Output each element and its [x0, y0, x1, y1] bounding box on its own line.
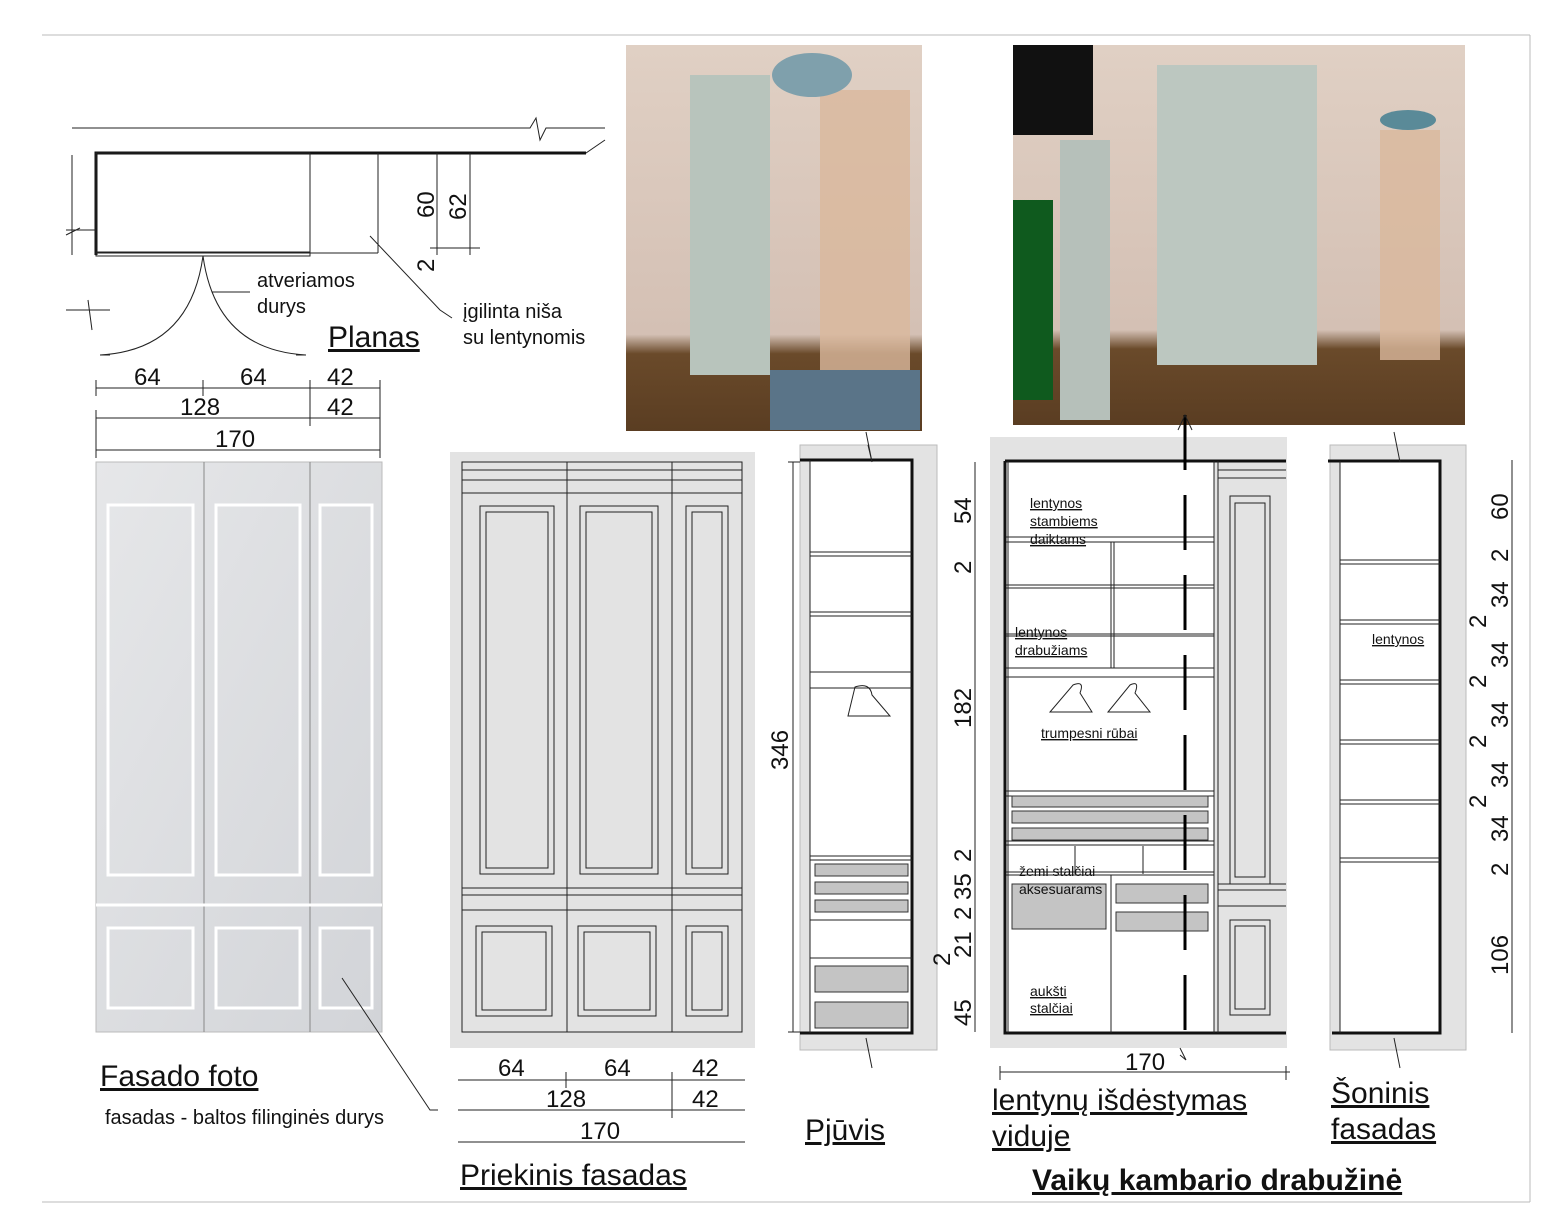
facade-photo-caption: fasadas - baltos filinginės durys — [105, 1107, 384, 1129]
dim: 42 — [327, 394, 354, 421]
dim: 34 — [1487, 581, 1514, 608]
dim: 128 — [546, 1086, 586, 1113]
dim: 2 — [950, 849, 977, 862]
dim: 54 — [950, 497, 977, 524]
side-facade-title: Šoninis — [1331, 1076, 1429, 1110]
plan-title: Planas — [328, 321, 420, 354]
dim: 34 — [1487, 641, 1514, 668]
label-high-drawers-2: stalčiai — [1030, 1000, 1073, 1016]
dim: 2 — [1465, 615, 1492, 628]
label-clothes-shelves-2: drabužiams — [1015, 642, 1087, 658]
dim: 45 — [950, 999, 977, 1026]
label-short-clothes: trumpesni rūbai — [1041, 725, 1138, 741]
sheet-title: Vaikų kambario drabužinė — [1032, 1164, 1402, 1197]
dim: 64 — [240, 364, 267, 391]
hanger-icon — [847, 685, 892, 717]
dim: 64 — [134, 364, 161, 391]
dim: 128 — [180, 394, 220, 421]
dim: 35 — [950, 873, 977, 900]
dim: 64 — [498, 1055, 525, 1082]
dim: 60 — [1487, 493, 1514, 520]
dim: 2 — [413, 259, 440, 272]
render-photo-2 — [1013, 45, 1465, 425]
dim: 170 — [580, 1118, 620, 1145]
dim: 2 — [1487, 549, 1514, 562]
label-high-drawers: aukšti — [1030, 983, 1067, 999]
label-big-shelves: lentynos — [1030, 495, 1082, 511]
dim: 170 — [215, 426, 255, 453]
side-facade-title-2: fasadas — [1331, 1113, 1436, 1146]
dim: 2 — [950, 907, 977, 920]
dim: 42 — [327, 364, 354, 391]
label-low-drawers-2: aksesuarams — [1019, 881, 1102, 897]
dim: 182 — [950, 688, 977, 728]
dim: 42 — [692, 1055, 719, 1082]
floor-plan — [65, 116, 606, 458]
door-label: atveriamos — [257, 270, 355, 292]
label-low-drawers: žemi stalčiai — [1019, 863, 1095, 879]
front-facade-title: Priekinis fasadas — [460, 1159, 687, 1192]
interior-layout-drawing — [974, 413, 1290, 1080]
dim: 2 — [1487, 863, 1514, 876]
dim: 34 — [1487, 701, 1514, 728]
interior-title: lentynų išdėstymas — [992, 1084, 1247, 1117]
dim: 34 — [1487, 761, 1514, 788]
dim: 2 — [1465, 675, 1492, 688]
label-clothes-shelves: lentynos — [1015, 624, 1067, 640]
niche-label: įgilinta niša — [463, 301, 563, 323]
dim: 170 — [1125, 1049, 1165, 1076]
label-big-shelves-2: stambiems — [1030, 513, 1098, 529]
dim: 346 — [767, 730, 794, 770]
dim: 34 — [1487, 815, 1514, 842]
section-drawing — [788, 431, 938, 1069]
facade-photo-title: Fasado foto — [100, 1060, 258, 1093]
render-photo-1 — [626, 45, 922, 431]
dim: 106 — [1487, 935, 1514, 975]
hanger-icon — [1048, 683, 1152, 713]
dim: 2 — [1465, 735, 1492, 748]
interior-title-2: viduje — [992, 1120, 1070, 1153]
side-facade-drawing — [1328, 431, 1513, 1069]
dim: 2 — [950, 561, 977, 574]
door-label-2: durys — [257, 296, 306, 318]
front-facade-drawing — [450, 452, 755, 1143]
section-title: Pjūvis — [805, 1114, 885, 1147]
dim: 2 — [1465, 795, 1492, 808]
dim: 62 — [445, 193, 472, 220]
label-big-shelves-3: daiktams — [1030, 531, 1086, 547]
niche-label-2: su lentynomis — [463, 327, 585, 349]
dim: 64 — [604, 1055, 631, 1082]
dim: 21 — [950, 931, 977, 958]
dim: 60 — [413, 191, 440, 218]
dim: 2 — [929, 953, 956, 966]
label-side-shelves: lentynos — [1372, 631, 1424, 647]
facade-photo — [95, 461, 438, 1111]
dim: 42 — [692, 1086, 719, 1113]
